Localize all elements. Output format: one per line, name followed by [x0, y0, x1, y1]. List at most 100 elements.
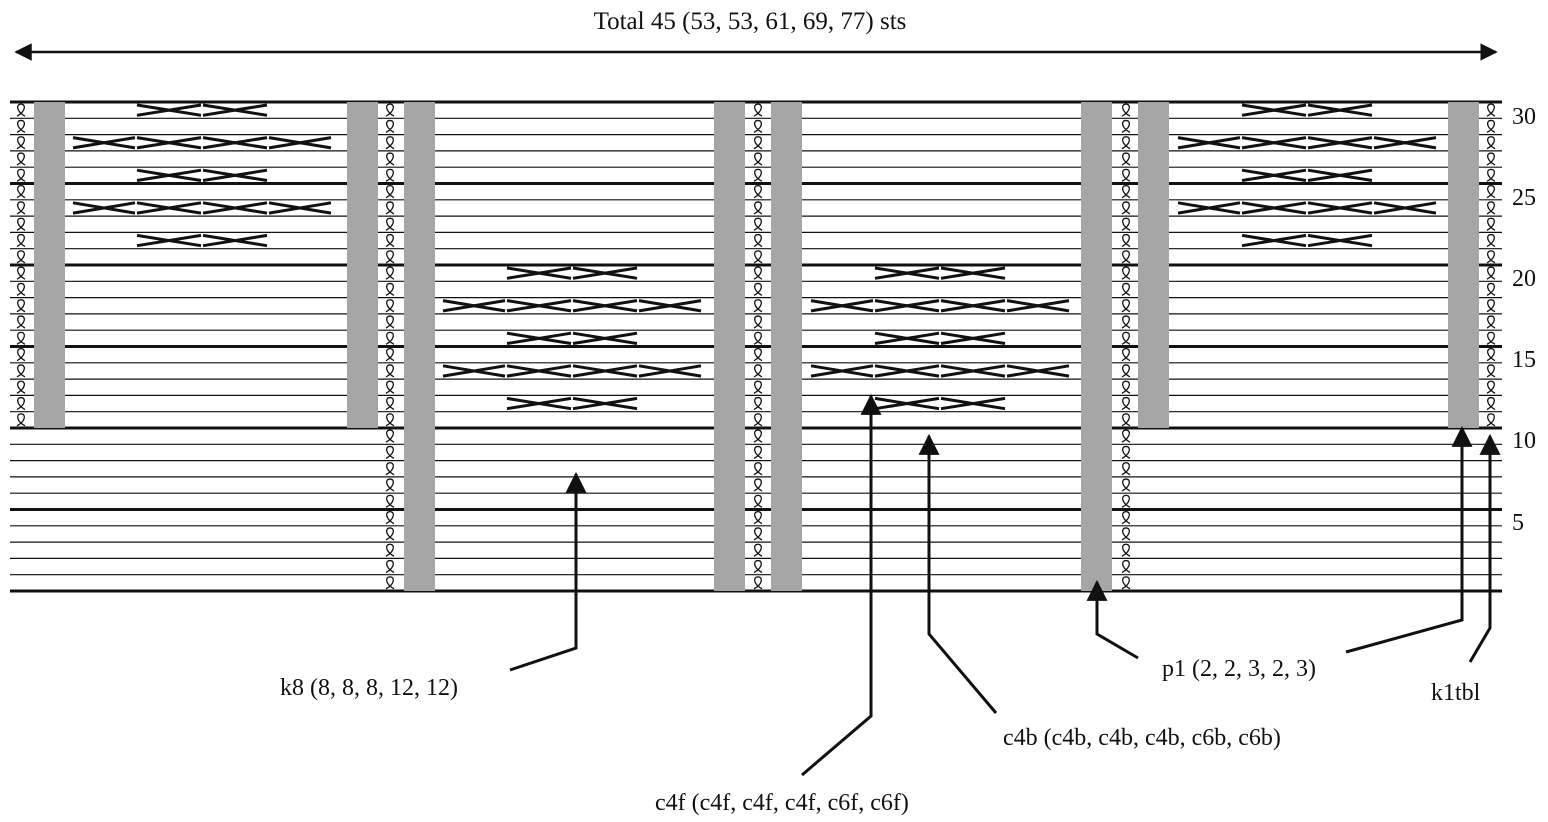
k1tbl-symbol [1121, 331, 1131, 345]
cable-c4f [506, 331, 572, 345]
cable-c4b [874, 364, 940, 378]
k1tbl-symbol [1121, 527, 1131, 541]
k1tbl-symbol [753, 559, 763, 574]
p1-leader-left [1086, 579, 1139, 660]
stitch-count-header: Total 45 (53, 53, 61, 69, 77) sts [14, 8, 1498, 61]
row-number-10: 10 [1512, 428, 1536, 454]
cable-c4f [1177, 201, 1241, 215]
k1tbl-symbol [385, 233, 395, 248]
k1tbl-symbol [1486, 217, 1496, 231]
cable-c4b [136, 201, 202, 215]
k1tbl-symbol [1121, 543, 1131, 557]
k1tbl-symbol [1121, 168, 1131, 182]
cable-c4b [268, 136, 332, 150]
k1tbl-symbol [385, 576, 395, 590]
k1tbl-symbol [1121, 119, 1131, 134]
k1tbl-symbol [385, 445, 395, 460]
k1tbl-symbol [753, 380, 763, 394]
k1tbl-symbol [1486, 201, 1496, 215]
k1tbl-symbol [16, 250, 26, 264]
k1tbl-columns [16, 103, 1496, 590]
cable-c4b [1307, 168, 1373, 182]
k1tbl-symbol [1121, 429, 1131, 443]
cable-c4f [874, 266, 940, 280]
k1tbl-symbol [1121, 217, 1131, 231]
c4b-leader [918, 433, 998, 714]
k1tbl-symbol [16, 364, 26, 378]
purl-column-7 [1138, 102, 1169, 428]
cable-c4b [202, 103, 268, 117]
k1tbl-symbol [1486, 315, 1496, 329]
cable-c4f [136, 103, 202, 117]
cable-c4f [874, 331, 940, 345]
cable-c4f [572, 364, 638, 378]
k1tbl-symbol [385, 347, 395, 362]
cable-c4f [1241, 233, 1307, 248]
cable-c4f [1307, 201, 1373, 215]
k8-label: k8 (8, 8, 8, 12, 12) [280, 675, 458, 701]
k1tbl-symbol [1121, 510, 1131, 525]
k1tbl-symbol [1121, 462, 1131, 476]
cable-c4f [442, 299, 506, 313]
k1tbl-symbol [753, 217, 763, 231]
k1tbl-symbol [1121, 266, 1131, 280]
cable-c4f [1177, 136, 1241, 150]
cable-c4f [72, 136, 136, 150]
cable-c4b [940, 331, 1006, 345]
cable-c4b [940, 266, 1006, 280]
k1tbl-symbol [385, 103, 395, 117]
k1tbl-symbol [1121, 282, 1131, 297]
k1tbl-symbol [1121, 445, 1131, 460]
k1tbl-symbol [385, 494, 395, 508]
k1tbl-symbol [16, 266, 26, 280]
c4b-label: c4b (c4b, c4b, c4b, c6b, c6b) [1003, 725, 1281, 751]
callout-leaders [509, 393, 1501, 777]
k1tbl-label: k1tbl [1431, 680, 1481, 706]
purl-column-3 [404, 102, 435, 591]
cable-c4f [572, 299, 638, 313]
k1tbl-symbol [1121, 136, 1131, 150]
k1tbl-symbol [16, 136, 26, 150]
k1tbl-symbol [1486, 250, 1496, 264]
k1tbl-leader [1468, 433, 1501, 663]
cable-c4b [136, 136, 202, 150]
cable-c4b [1307, 103, 1373, 117]
k1tbl-symbol [1121, 201, 1131, 215]
k1tbl-symbol [753, 233, 763, 248]
cable-c4b [202, 233, 268, 248]
k1tbl-symbol [753, 462, 763, 476]
k1tbl-symbol [753, 445, 763, 460]
k1tbl-symbol [1486, 380, 1496, 394]
k1tbl-symbol [1486, 299, 1496, 313]
cable-c4b [202, 168, 268, 182]
k1tbl-symbol [753, 364, 763, 378]
k1tbl-symbol [753, 119, 763, 134]
k1tbl-symbol [385, 559, 395, 574]
k1tbl-symbol [16, 396, 26, 411]
k1tbl-symbol [385, 364, 395, 378]
k1tbl-symbol [16, 331, 26, 345]
k1tbl-symbol [16, 299, 26, 313]
k1tbl-symbol [16, 201, 26, 215]
cable-c4b [506, 299, 572, 313]
k1tbl-symbol [1121, 184, 1131, 199]
row-number-20: 20 [1512, 266, 1536, 292]
cable-c4f [136, 168, 202, 182]
k1tbl-symbol [1121, 103, 1131, 117]
cable-marks [72, 103, 1437, 411]
k1tbl-symbol [1486, 152, 1496, 166]
k1tbl-symbol [16, 152, 26, 166]
k1tbl-symbol [1121, 233, 1131, 248]
k1tbl-symbol [1121, 152, 1131, 166]
k1tbl-symbol [16, 380, 26, 394]
k1tbl-symbol [385, 396, 395, 411]
k1tbl-symbol [16, 233, 26, 248]
k1tbl-symbol [753, 152, 763, 166]
cable-c4f [506, 266, 572, 280]
purl-column-1 [34, 102, 65, 428]
row-number-25: 25 [1512, 185, 1536, 211]
k1tbl-symbol [753, 543, 763, 557]
k1tbl-symbol [385, 168, 395, 182]
k1tbl-symbol [385, 299, 395, 313]
